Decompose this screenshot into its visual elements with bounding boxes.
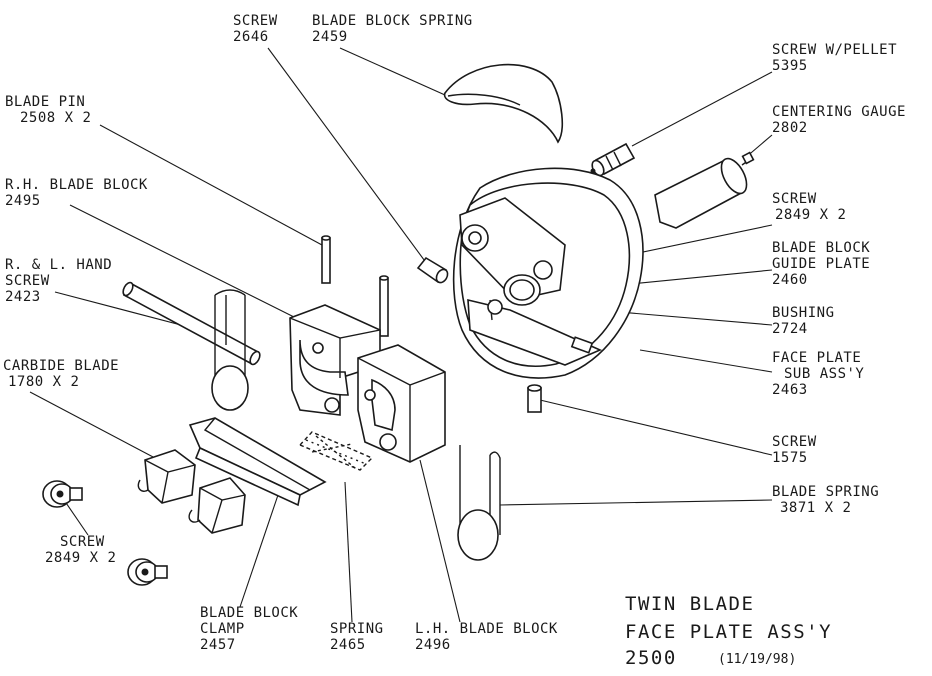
lh-blade-block-part <box>357 344 446 463</box>
blade-block-spring-part <box>443 63 564 144</box>
label-hand-screw-name1: R. & L. HAND <box>5 257 112 273</box>
screw-1575-part <box>527 384 542 413</box>
label-screw-2849-top-num: 2849 X 2 <box>775 207 846 223</box>
label-lh-blade-block-name: L.H. BLADE BLOCK <box>415 621 558 637</box>
label-guide-plate-name1: BLADE BLOCK <box>772 240 870 256</box>
centering-gauge-part <box>654 151 755 229</box>
face-plate-part <box>452 167 644 379</box>
label-clamp-name2: CLAMP <box>200 621 245 637</box>
label-carbide-blade-num: 1780 X 2 <box>8 374 79 390</box>
part-labels: SCREW 2646 BLADE BLOCK SPRING 2459 SCREW… <box>3 13 906 653</box>
label-clamp-num: 2457 <box>200 637 236 653</box>
label-face-plate-num: 2463 <box>772 382 808 398</box>
label-bushing-num: 2724 <box>772 321 808 337</box>
label-screw-pellet-name: SCREW W/PELLET <box>772 42 897 58</box>
blade-spring-right-part <box>457 445 501 561</box>
label-centering-gauge-name: CENTERING GAUGE <box>772 104 906 120</box>
label-carbide-blade-name: CARBIDE BLADE <box>3 358 119 374</box>
label-hand-screw-num: 2423 <box>5 289 41 305</box>
label-blade-pin-num: 2508 X 2 <box>20 110 91 126</box>
title-assembly-number: 2500 <box>625 647 677 669</box>
label-face-plate-name2: SUB ASS'Y <box>784 366 864 382</box>
label-lh-blade-block-num: 2496 <box>415 637 451 653</box>
label-clamp-name1: BLADE BLOCK <box>200 605 298 621</box>
label-blade-spring-num: 3871 X 2 <box>780 500 851 516</box>
label-centering-gauge-num: 2802 <box>772 120 808 136</box>
label-screw-2849-bottom-name: SCREW <box>60 534 105 550</box>
label-face-plate-name1: FACE PLATE <box>772 350 861 366</box>
label-screw-2646-name: SCREW <box>233 13 278 29</box>
hand-screw-part <box>122 281 261 366</box>
label-rh-blade-block-num: 2495 <box>5 193 41 209</box>
title-block: TWIN BLADE FACE PLATE ASS'Y 2500 (11/19/… <box>625 593 832 669</box>
rh-blade-block-part <box>289 304 381 416</box>
screw-2849-parts <box>42 480 168 586</box>
label-spring-2465-name: SPRING <box>330 621 384 637</box>
label-blade-spring-name: BLADE SPRING <box>772 484 879 500</box>
label-screw-2849-bottom-num: 2849 X 2 <box>45 550 116 566</box>
label-blade-block-spring-num: 2459 <box>312 29 348 45</box>
label-screw-pellet-num: 5395 <box>772 58 808 74</box>
label-blade-block-spring-name: BLADE BLOCK SPRING <box>312 13 473 29</box>
carbide-blade-parts <box>137 449 246 534</box>
label-screw-1575-name: SCREW <box>772 434 817 450</box>
label-blade-pin-name: BLADE PIN <box>5 94 85 110</box>
spring-2465-part <box>298 431 374 471</box>
label-spring-2465-num: 2465 <box>330 637 366 653</box>
label-rh-blade-block-name: R.H. BLADE BLOCK <box>5 177 148 193</box>
label-bushing-name: BUSHING <box>772 305 835 321</box>
label-screw-2646-num: 2646 <box>233 29 269 45</box>
label-hand-screw-name2: SCREW <box>5 273 50 289</box>
blade-block-clamp-part <box>188 417 327 507</box>
title-line-2: FACE PLATE ASS'Y <box>625 621 832 643</box>
screw-2646-part <box>416 256 449 284</box>
blade-spring-left-part <box>211 289 249 411</box>
title-line-1: TWIN BLADE <box>625 593 754 615</box>
label-guide-plate-num: 2460 <box>772 272 808 288</box>
label-screw-1575-num: 1575 <box>772 450 808 466</box>
blade-pin-parts <box>321 235 389 337</box>
screw-with-pellet-part <box>590 142 636 177</box>
label-screw-2849-top-name: SCREW <box>772 191 817 207</box>
label-guide-plate-name2: GUIDE PLATE <box>772 256 870 272</box>
leader-lines <box>29 47 773 623</box>
title-date: (11/19/98) <box>718 652 796 667</box>
